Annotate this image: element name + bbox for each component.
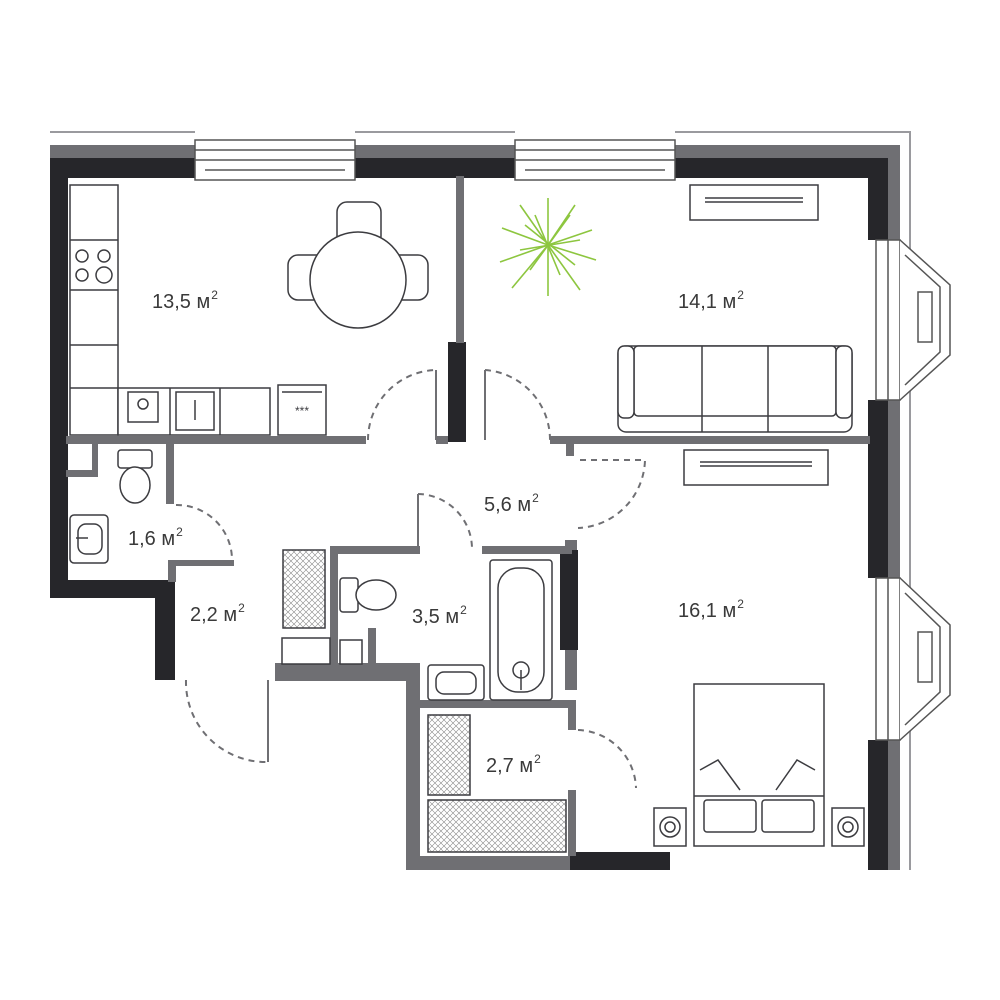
- area-value: 2,2 м: [190, 604, 238, 626]
- area-value: 2,7 м: [486, 755, 534, 777]
- plant-icon: [499, 198, 597, 296]
- room-area-wc: 1,6 м2: [128, 525, 183, 551]
- area-unit-exponent: 2: [176, 525, 183, 539]
- bay-windows: [875, 239, 951, 741]
- area-unit-exponent: 2: [460, 603, 467, 617]
- room-area-bathroom: 3,5 м2: [412, 603, 467, 629]
- dining-table: [287, 201, 429, 329]
- area-unit-exponent: 2: [532, 491, 539, 505]
- door-swings: [175, 369, 647, 789]
- wardrobes: [282, 549, 567, 853]
- kitchen-furniture: ***: [69, 184, 327, 436]
- room-area-wardrobe: 2,7 м2: [486, 752, 541, 778]
- wc-fixtures: [69, 449, 153, 564]
- area-value: 13,5 м: [152, 291, 211, 313]
- area-value: 14,1 м: [678, 291, 737, 313]
- area-unit-exponent: 2: [737, 288, 744, 302]
- windows-top: [194, 139, 676, 181]
- area-value: 16,1 м: [678, 600, 737, 622]
- svg-text:***: ***: [295, 404, 309, 418]
- interior-walls: [66, 176, 870, 856]
- area-unit-exponent: 2: [211, 288, 218, 302]
- wardrobe-shelves: [281, 637, 363, 665]
- area-unit-exponent: 2: [534, 752, 541, 766]
- room-area-entrance: 2,2 м2: [190, 601, 245, 627]
- bathroom-fixtures: [339, 559, 553, 701]
- area-value: 5,6 м: [484, 494, 532, 516]
- area-value: 3,5 м: [412, 606, 460, 628]
- area-unit-exponent: 2: [238, 601, 245, 615]
- area-unit-exponent: 2: [737, 597, 744, 611]
- room-area-kitchen: 13,5 м2: [152, 288, 218, 314]
- living-furniture: [617, 184, 853, 433]
- bedroom-furniture: [653, 449, 865, 847]
- room-area-hall: 5,6 м2: [484, 491, 539, 517]
- exterior-walls-dark: [50, 158, 888, 870]
- room-area-bedroom: 16,1 м2: [678, 597, 744, 623]
- room-area-living: 14,1 м2: [678, 288, 744, 314]
- area-value: 1,6 м: [128, 528, 176, 550]
